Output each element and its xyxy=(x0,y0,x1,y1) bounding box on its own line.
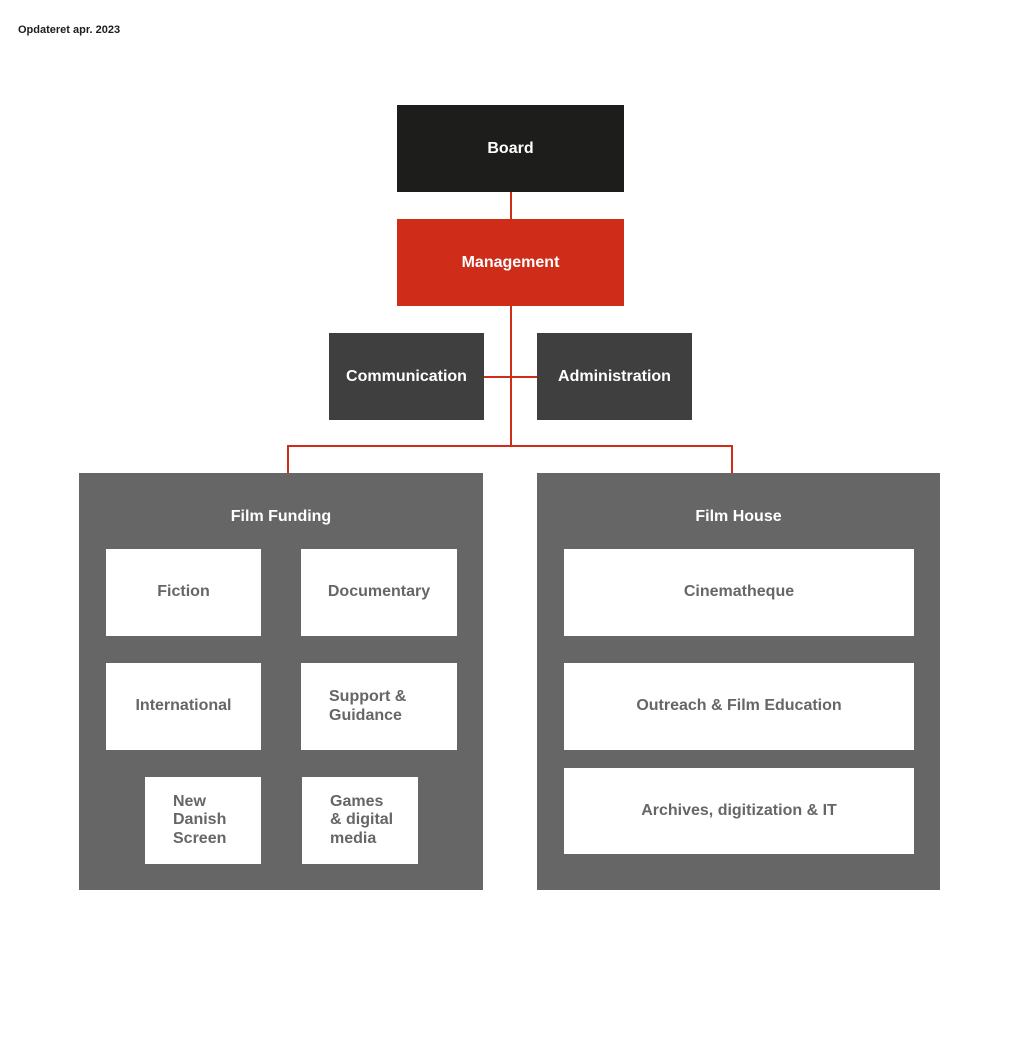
connector-film-house xyxy=(731,445,733,473)
unit-outreach-film-education: Outreach & Film Education xyxy=(564,663,914,750)
communication-label: Communication xyxy=(346,367,467,385)
board-label: Board xyxy=(487,139,534,157)
connector-divisions-horizontal xyxy=(287,445,733,447)
administration-box: Administration xyxy=(537,333,692,420)
connector-staff-horizontal xyxy=(484,376,537,378)
connector-board-management xyxy=(510,192,512,219)
film-house-panel: Film House Cinematheque Outreach & Film … xyxy=(537,473,940,890)
unit-international: International xyxy=(106,663,261,750)
unit-label: Support & Guidance xyxy=(329,688,407,724)
unit-documentary: Documentary xyxy=(301,549,457,636)
unit-new-danish-screen: New Danish Screen xyxy=(145,777,261,864)
unit-support-guidance: Support & Guidance xyxy=(301,663,457,750)
unit-label: International xyxy=(135,697,232,715)
unit-archives-digitization-it: Archives, digitization & IT xyxy=(564,768,914,854)
film-funding-title: Film Funding xyxy=(230,508,332,525)
connector-film-funding xyxy=(287,445,289,473)
unit-label: Archives, digitization & IT xyxy=(641,801,837,819)
unit-cinematheque: Cinematheque xyxy=(564,549,914,636)
board-box: Board xyxy=(397,105,624,192)
unit-label: New Danish Screen xyxy=(173,792,227,847)
unit-games-digital-media: Games & digital media xyxy=(302,777,418,864)
management-box: Management xyxy=(397,219,624,306)
management-label: Management xyxy=(461,253,560,271)
unit-label: Documentary xyxy=(327,583,431,601)
communication-box: Communication xyxy=(329,333,484,420)
film-house-title: Film House xyxy=(695,508,782,525)
unit-fiction: Fiction xyxy=(106,549,261,636)
film-funding-panel: Film Funding Fiction Documentary Interna… xyxy=(79,473,483,890)
administration-label: Administration xyxy=(558,367,671,385)
updated-date: Opdateret apr. 2023 xyxy=(18,24,121,36)
unit-label: Fiction xyxy=(157,583,210,601)
unit-label: Outreach & Film Education xyxy=(636,697,842,715)
unit-label: Cinematheque xyxy=(683,583,795,601)
unit-label: Games & digital media xyxy=(330,792,394,847)
